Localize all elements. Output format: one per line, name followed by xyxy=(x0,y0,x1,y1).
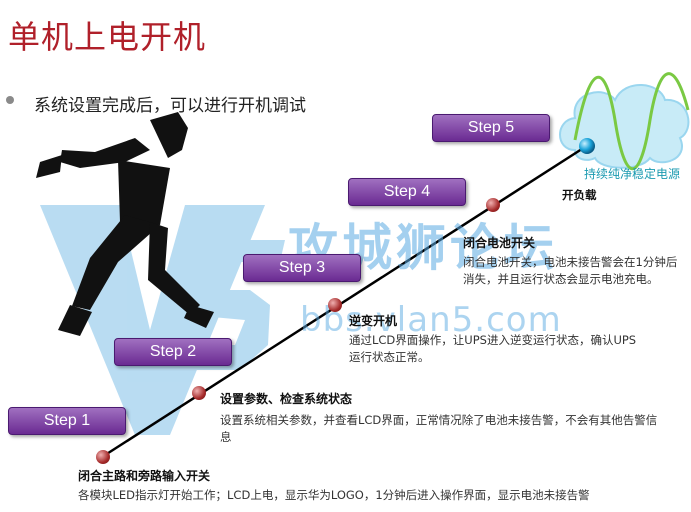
timeline-end-node xyxy=(579,138,595,154)
step-3-box: Step 3 xyxy=(243,254,361,282)
section-1-title: 闭合主路和旁路输入开关 xyxy=(78,469,211,483)
section-3-title: 逆变开机 xyxy=(349,314,398,328)
timeline-node-1 xyxy=(96,450,110,464)
clean-power-label: 持续纯净稳定电源 xyxy=(584,167,681,181)
timeline-line xyxy=(101,145,586,459)
step-5-box: Step 5 xyxy=(432,114,550,142)
bullet-text: 系统设置完成后，可以进行开机调试 xyxy=(34,96,306,116)
bullet-dot xyxy=(6,96,14,104)
timeline-node-4 xyxy=(486,198,500,212)
section-3-body: 通过LCD界面操作，让UPS进入逆变运行状态，确认UPS运行状态正常。 xyxy=(349,333,637,364)
watermark-url-text: bbs.vlan5.com xyxy=(300,300,562,340)
step-4-box: Step 4 xyxy=(348,178,466,206)
step-2-box: Step 2 xyxy=(114,338,232,366)
section-2-body: 设置系统相关参数，并查看LCD界面，正常情况除了电池未接告警，不会有其他告警信息 xyxy=(220,413,658,444)
section-4-body: 闭合电池开关，电池未接告警会在1分钟后消失，并且运行状态会显示电池充电。 xyxy=(463,255,678,286)
section-2-title: 设置参数、检查系统状态 xyxy=(220,392,353,406)
timeline-node-3 xyxy=(328,298,342,312)
section-1-body: 各模块LED指示灯开始工作；LCD上电，显示华为LOGO，1分钟后进入操作界面，… xyxy=(78,488,590,502)
page-title: 单机上电开机 xyxy=(8,18,207,56)
timeline-node-2 xyxy=(192,386,206,400)
sine-wave xyxy=(573,72,690,170)
section-4-title: 闭合电池开关 xyxy=(463,236,536,250)
jumping-person-silhouette xyxy=(36,112,214,336)
load-on-label: 开负载 xyxy=(562,188,597,202)
step-1-box: Step 1 xyxy=(8,407,126,435)
